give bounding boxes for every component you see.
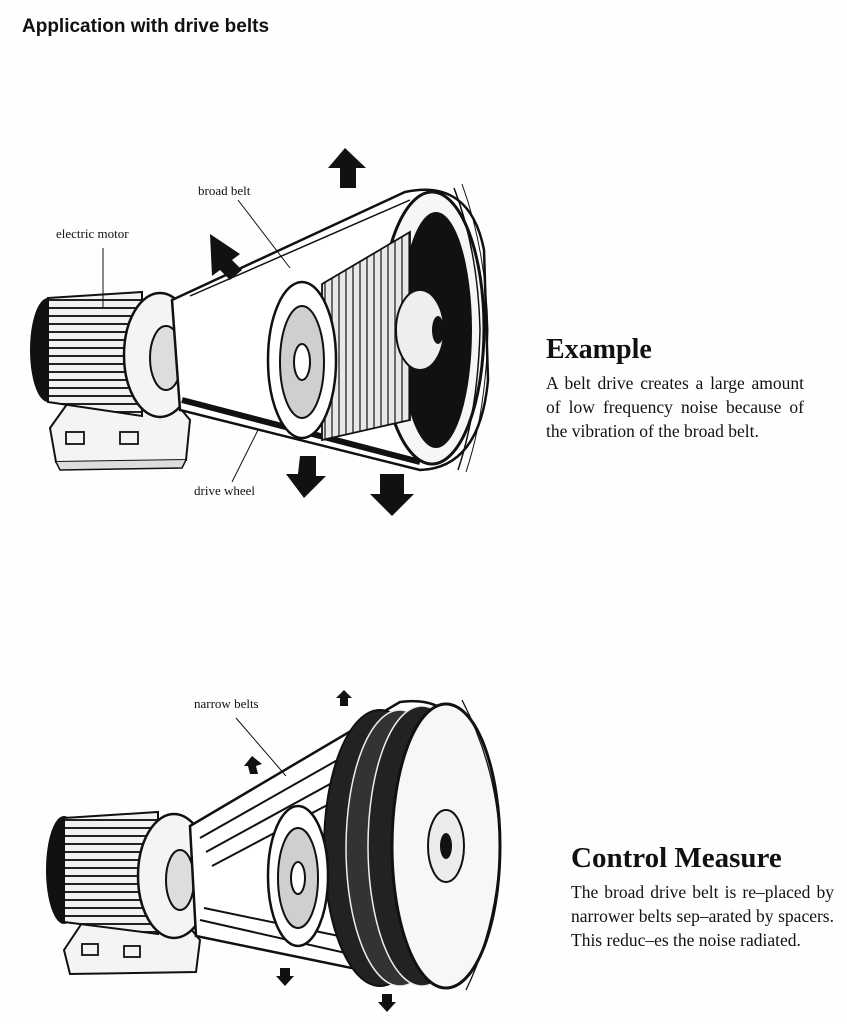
small-arrow-down-1 [276, 968, 294, 986]
page-heading: Application with drive belts [22, 16, 270, 37]
example-title: Example [546, 334, 652, 365]
arrow-down-2 [370, 474, 414, 516]
control-measure-title: Control Measure [571, 842, 782, 874]
electric-motor [30, 290, 198, 419]
large-pulley [321, 183, 489, 473]
example-body: A belt drive creates a large amount of l… [546, 373, 804, 441]
small-arrow-up-2 [244, 756, 262, 774]
drive-wheel-2 [266, 804, 330, 948]
leader-lines-2 [235, 717, 287, 777]
narrow-belts-label: narrow belts [194, 696, 259, 711]
small-arrow-up-1 [336, 690, 352, 706]
small-arrow-down-2 [378, 994, 396, 1012]
leader-lines [102, 199, 291, 483]
arrow-up-2 [210, 234, 242, 280]
broad-belt-label: broad belt [198, 183, 251, 198]
drive-wheel [266, 280, 338, 440]
arrow-up-1 [328, 148, 366, 188]
drive-wheel-label: drive wheel [194, 483, 256, 498]
arrow-down-1 [286, 456, 326, 498]
large-grooved-pulley [323, 699, 502, 991]
vibration-arrows [210, 148, 414, 516]
electric-motor-label: electric motor [56, 226, 129, 241]
broad-belt-illustration [30, 148, 490, 516]
electric-motor-2 [46, 810, 212, 940]
small-vibration-arrows [244, 690, 396, 1012]
narrow-belts-illustration [46, 690, 502, 1012]
control-measure-body: The broad drive belt is re–placed by nar… [571, 882, 834, 950]
